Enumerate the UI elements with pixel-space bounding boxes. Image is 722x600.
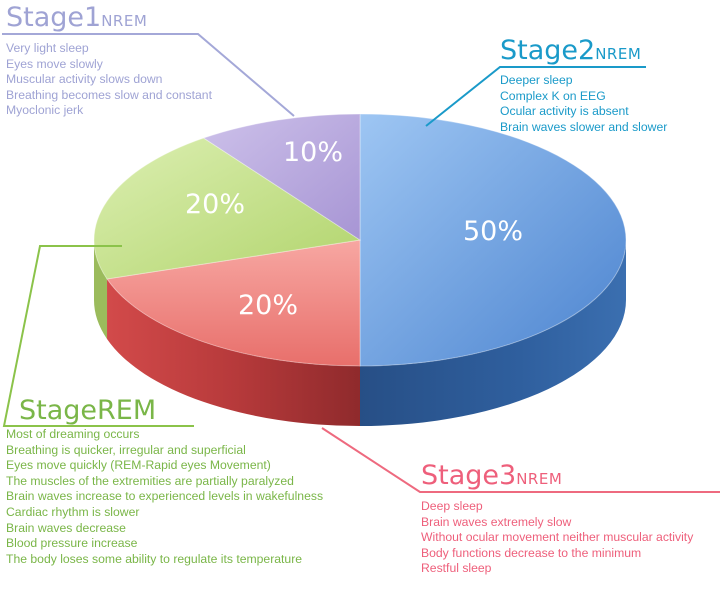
rem-legend: StageREM — [19, 396, 156, 426]
list-item: Myoclonic jerk — [6, 103, 84, 118]
slice-label-stage3: 20% — [237, 290, 299, 321]
stage3-legend: Stage3NREM Deep sleep Brain waves extrem… — [421, 461, 693, 577]
list-item: Brain waves decrease — [6, 520, 126, 535]
list-item: Brain waves increase to experienced leve… — [6, 489, 324, 504]
slice-label-rem: 20% — [184, 189, 246, 220]
pie-side-stage3 — [107, 278, 361, 426]
list-item: The muscles of the extremities are parti… — [6, 473, 294, 488]
list-item: Breathing is quicker, irregular and supe… — [6, 442, 246, 457]
rem-list: Most of dreaming occurs Breathing is qui… — [6, 427, 323, 567]
list-item: The body loses some ability to regulate … — [6, 551, 303, 566]
list-item: Very light sleep — [6, 41, 89, 55]
list-item: Without ocular movement neither muscular… — [421, 530, 694, 545]
list-item: Most of dreaming occurs — [6, 427, 140, 441]
list-item: Body functions decrease to the minimum — [421, 545, 642, 560]
pie-slice-stage1 — [202, 113, 361, 241]
list-item: Brain waves slower and slower — [500, 119, 668, 134]
list-item: Blood pressure increase — [6, 536, 138, 551]
list-item: Muscular activity slows down — [6, 72, 163, 87]
list-item: Deep sleep — [421, 499, 483, 513]
stage2-title: Stage2NREM — [500, 35, 642, 66]
list-item: Deeper sleep — [500, 73, 573, 87]
list-item: Breathing becomes slow and constant — [6, 87, 212, 102]
stage2-legend: Stage2NREM Deeper sleep Complex K on EEG… — [500, 36, 667, 135]
rem-title: StageREM — [19, 395, 157, 426]
list-item: Cardiac rhythm is slower — [6, 504, 140, 519]
pie-slice-stage3 — [106, 239, 361, 367]
list-item: Eyes move quickly (REM-Rapid eyes Moveme… — [6, 458, 271, 473]
stage2-list: Deeper sleep Complex K on EEG Ocular act… — [500, 73, 667, 135]
list-item: Eyes move slowly — [6, 56, 103, 71]
list-item: Complex K on EEG — [500, 88, 606, 103]
stage3-connector-line — [321, 427, 720, 493]
stage3-title: Stage3NREM — [421, 460, 563, 491]
stage2-connector-line — [425, 66, 646, 127]
list-item: Ocular activity is absent — [500, 104, 629, 119]
stage3-list: Deep sleep Brain waves extremely slow Wi… — [421, 499, 693, 577]
slice-label-stage2: 50% — [462, 216, 524, 247]
slice-label-stage1: 10% — [282, 137, 344, 168]
stage1-list: Very light sleep Eyes move slowly Muscul… — [6, 41, 212, 119]
pie-side-stage2 — [360, 240, 626, 426]
pie-side-rem — [94, 240, 108, 339]
pie-slice-stage2 — [359, 113, 627, 367]
rem-connector-line — [2, 245, 194, 427]
pie-slice-rem — [93, 137, 362, 280]
list-item: Restful sleep — [421, 561, 492, 576]
list-item: Brain waves extremely slow — [421, 514, 572, 529]
stage1-connector-line — [2, 33, 295, 117]
stage1-title: Stage1NREM — [6, 2, 148, 33]
stage1-legend: Stage1NREM Very light sleep Eyes move sl… — [6, 3, 212, 119]
